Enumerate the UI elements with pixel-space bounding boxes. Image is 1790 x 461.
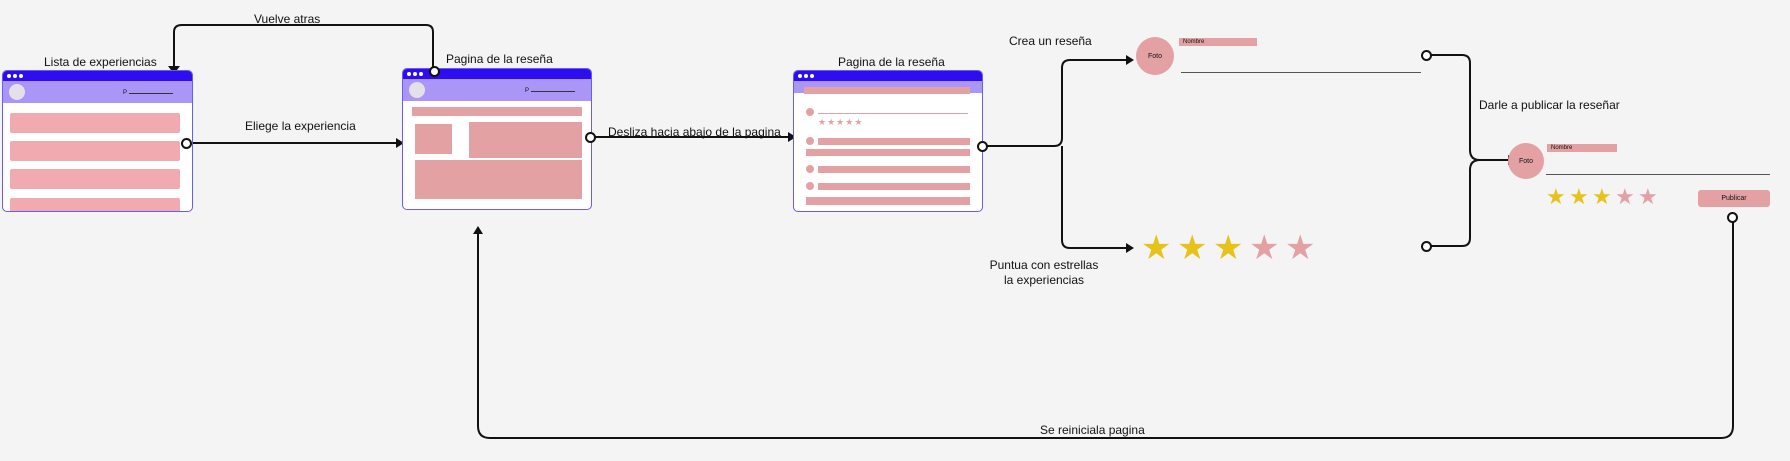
content-block [412, 107, 582, 116]
label-eliege-experiencia: Eliege la experiencia [245, 119, 356, 133]
connector-node [429, 66, 440, 77]
window-header: P [3, 81, 192, 103]
label-puntua-line2: la experiencias [1003, 273, 1085, 287]
window-dot [13, 74, 17, 78]
window-titlebar [403, 69, 591, 79]
review-text-line-final [1546, 174, 1770, 175]
foto-avatar-final: Foto [1508, 143, 1544, 179]
window-header: P [403, 79, 591, 101]
star-filled-icon[interactable]: ★ [1141, 229, 1172, 267]
connector-merge [1428, 54, 1510, 247]
label-desliza: Desliza hacia abajo de la pagina [608, 125, 781, 139]
label-vuelve-atras: Vuelve atras [254, 12, 321, 26]
star-filled-icon[interactable]: ★ [1592, 184, 1612, 209]
arrowhead-desliza [788, 132, 796, 142]
wireframe-lista-experiencias: P [2, 70, 193, 212]
arrowhead-crea [1126, 55, 1134, 65]
window-dot [19, 74, 23, 78]
search-field: P [123, 90, 173, 96]
label-lista-experiencias: Lista de experiencias [44, 55, 157, 69]
star-filled-icon[interactable]: ★ [1177, 229, 1208, 267]
label-pagina-resena-1: Pagina de la reseña [446, 52, 553, 66]
content-block [469, 122, 582, 158]
content-block [818, 183, 970, 190]
connector-branch [984, 59, 1128, 249]
experience-card [10, 198, 180, 211]
label-darle-publicar: Darle a publicar la reseñar [1479, 98, 1620, 112]
connector-node [977, 141, 988, 152]
mini-rating-stars: ★★★★★ [818, 117, 863, 128]
wireframe-pagina-resena: P [402, 68, 592, 210]
star-empty-icon[interactable]: ★ [1249, 229, 1280, 267]
mini-star-icon: ★ [818, 117, 828, 127]
avatar [409, 82, 425, 98]
star-filled-icon[interactable]: ★ [1213, 229, 1244, 267]
connector-node [1421, 241, 1432, 252]
list-bullet [806, 182, 814, 190]
window-dot [407, 72, 411, 76]
search-field: P [525, 88, 575, 94]
arrowhead-reinicia [473, 226, 483, 234]
content-block [818, 138, 970, 145]
connector-node [1727, 212, 1738, 223]
window-dot [419, 72, 423, 76]
star-empty-icon[interactable]: ★ [1615, 184, 1635, 209]
star-empty-icon[interactable]: ★ [1285, 229, 1316, 267]
label-crea-resena: Crea un reseña [1009, 34, 1092, 48]
content-block [806, 197, 970, 205]
window-dot [810, 74, 814, 78]
input-line [818, 113, 968, 114]
label-puntua: Puntua con estrellas la experiencias [984, 258, 1104, 288]
connector-node [1421, 50, 1432, 61]
connector-reinicia [477, 219, 1734, 439]
avatar [9, 84, 25, 100]
mini-star-icon: ★ [854, 117, 864, 127]
content-block [806, 149, 970, 156]
star-empty-icon[interactable]: ★ [1638, 184, 1658, 209]
window-dot [413, 72, 417, 76]
window-titlebar [3, 71, 192, 81]
mini-star-icon: ★ [827, 117, 837, 127]
foto-avatar: Foto [1136, 37, 1174, 75]
star-filled-icon[interactable]: ★ [1569, 184, 1589, 209]
connector-node [181, 138, 192, 149]
mini-star-icon: ★ [845, 117, 855, 127]
nombre-field-final: Nombre [1547, 144, 1617, 152]
label-reinicia: Se reiniciala pagina [1040, 423, 1145, 437]
content-block [415, 160, 582, 199]
publicar-button[interactable]: Publicar [1698, 190, 1770, 207]
window-dot [804, 74, 808, 78]
content-block [818, 166, 970, 173]
label-puntua-line1: Puntua con estrellas [989, 258, 1099, 272]
mini-star-icon: ★ [836, 117, 846, 127]
label-pagina-resena-2: Pagina de la reseña [838, 55, 945, 69]
star-filled-icon[interactable]: ★ [1546, 184, 1566, 209]
arrowhead-eliege [396, 138, 404, 148]
content-block [804, 87, 970, 94]
image-block [415, 124, 452, 154]
nombre-field: Nombre [1179, 38, 1257, 46]
arrowhead-puntua [1126, 243, 1134, 253]
review-text-line [1181, 72, 1421, 73]
experience-card [10, 113, 180, 133]
list-bullet [806, 165, 814, 173]
connector-vuelve-atras [173, 24, 434, 72]
window-dot [7, 74, 11, 78]
list-bullet [806, 137, 814, 145]
connector-node [585, 132, 596, 143]
wireframe-pagina-resena-scrolled: ★★★★★ [793, 70, 983, 212]
experience-card [10, 169, 180, 189]
window-titlebar [794, 71, 982, 81]
window-dot [798, 74, 802, 78]
list-bullet [806, 108, 814, 116]
experience-card [10, 141, 180, 161]
